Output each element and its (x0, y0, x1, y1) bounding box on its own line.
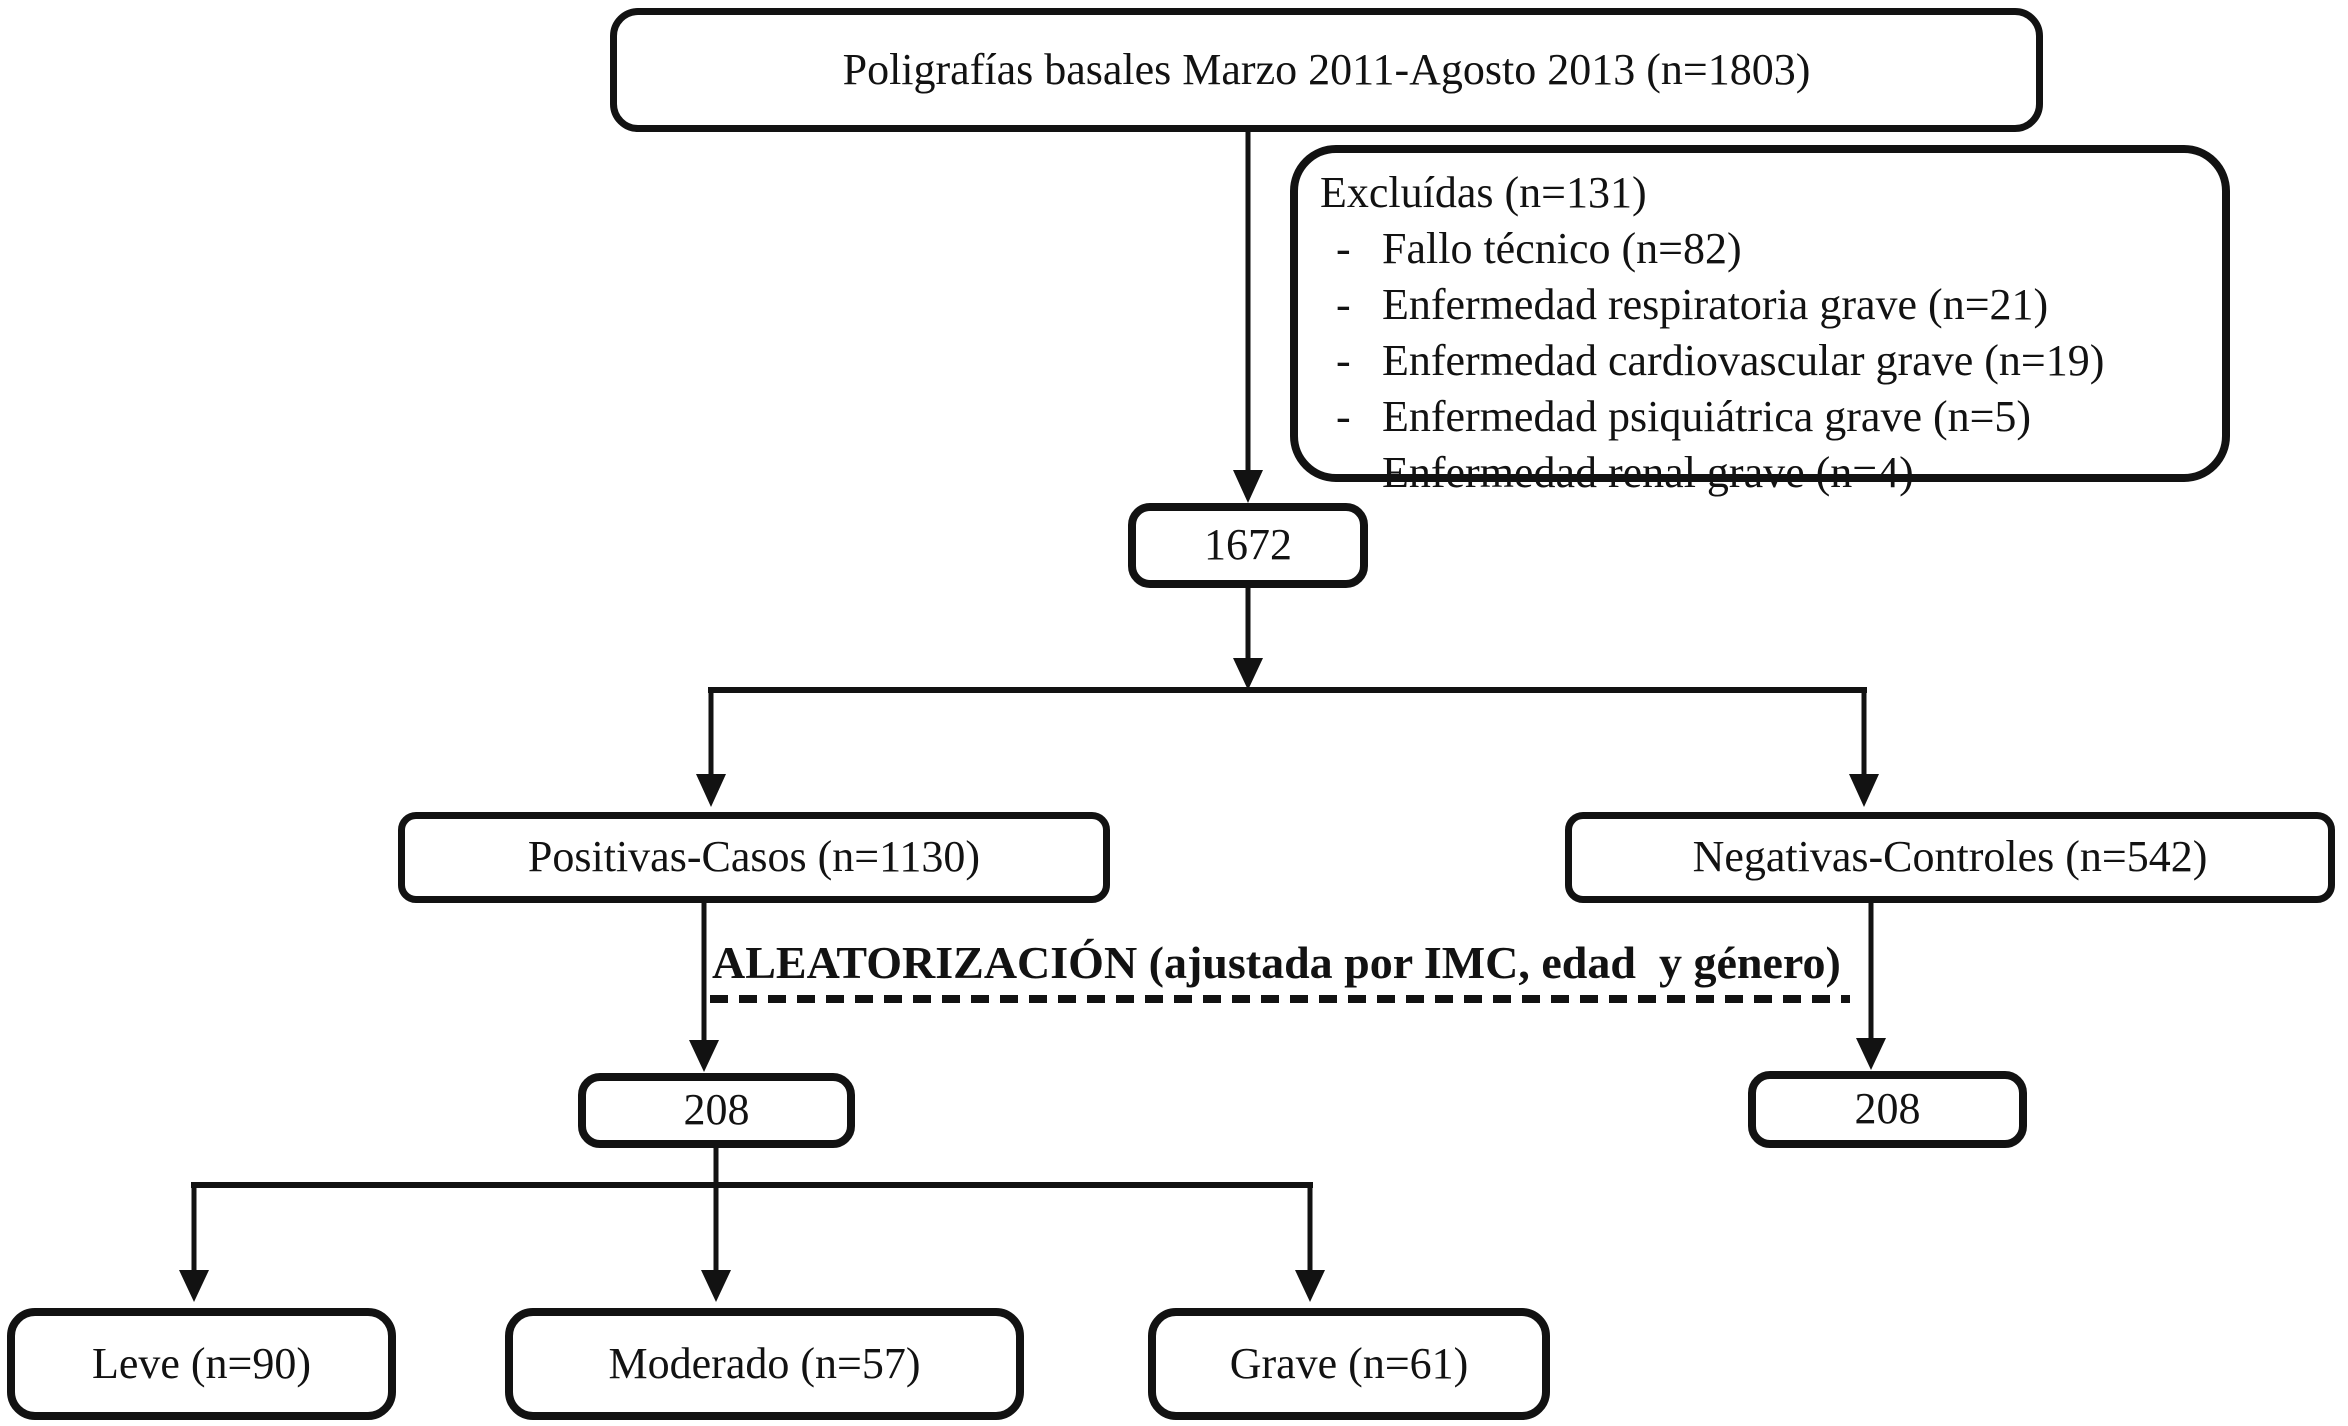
arrowhead-to-leve (179, 1270, 209, 1302)
excluded-item-bullet: - (1336, 280, 1351, 329)
severity-moderado-label: Moderado (n=57) (608, 1338, 921, 1388)
excluded-item-bullet: - (1336, 448, 1351, 497)
excluded-box: Excluídas (n=131) - Fallo técnico (n=82)… (1290, 145, 2230, 497)
baseline-box-label: Poligrafías basales Marzo 2011-Agosto 20… (842, 44, 1811, 94)
positives-cases-label: Positivas-Casos (n=1130) (527, 832, 981, 882)
excluded-item-label: Enfermedad renal grave (n=4) (1382, 448, 1914, 497)
eligible-box-label: 1672 (1204, 520, 1292, 570)
excluded-item: - Fallo técnico (n=82) (1320, 221, 2204, 277)
severity-box-leve: Leve (n=90) (7, 1308, 396, 1420)
excluded-title: Excluídas (n=131) (1320, 168, 1647, 217)
excluded-item-label: Enfermedad respiratoria grave (n=21) (1382, 280, 2049, 329)
excluded-item: - Enfermedad renal grave (n=4) (1320, 445, 2204, 501)
excluded-item: - Enfermedad respiratoria grave (n=21) (1320, 277, 2204, 333)
baseline-box: Poligrafías basales Marzo 2011-Agosto 20… (610, 8, 2043, 132)
cases-randomized-label: 208 (683, 1085, 750, 1135)
severity-grave-label: Grave (n=61) (1229, 1338, 1469, 1388)
cases-randomized-box: 208 (578, 1073, 855, 1148)
randomization-label: ALEATORIZACIÓN (ajustada por IMC, edad y… (712, 937, 1841, 988)
controls-randomized-label: 208 (1854, 1084, 1921, 1134)
arrowhead-to-1672 (1233, 470, 1263, 503)
eligible-box: 1672 (1128, 503, 1368, 588)
arrowhead-to-grave (1295, 1270, 1325, 1302)
excluded-item-label: Enfermedad cardiovascular grave (n=19) (1382, 336, 2105, 385)
severity-leve-label: Leve (n=90) (91, 1338, 312, 1388)
arrowhead-to-controls-208 (1856, 1038, 1886, 1070)
negatives-controls-label: Negativas-Controles (n=542) (1692, 832, 2208, 882)
excluded-item-label: Enfermedad psiquiátrica grave (n=5) (1382, 392, 2032, 441)
excluded-item: - Enfermedad psiquiátrica grave (n=5) (1320, 389, 2204, 445)
excluded-item-bullet: - (1336, 336, 1351, 385)
arrowhead-to-positives (696, 774, 726, 807)
excluded-item: - Enfermedad cardiovascular grave (n=19) (1320, 333, 2204, 389)
arrowhead-to-moderado (701, 1270, 731, 1302)
excluded-item-label: Fallo técnico (n=82) (1382, 224, 1742, 273)
controls-randomized-box: 208 (1748, 1071, 2027, 1148)
arrowhead-to-cases-208 (689, 1040, 719, 1072)
severity-box-moderado: Moderado (n=57) (505, 1308, 1024, 1420)
positives-cases-box: Positivas-Casos (n=1130) (398, 812, 1110, 903)
severity-box-grave: Grave (n=61) (1148, 1308, 1550, 1420)
excluded-item-bullet: - (1336, 392, 1351, 441)
excluded-item-bullet: - (1336, 224, 1351, 273)
arrowhead-to-negatives (1849, 774, 1879, 807)
negatives-controls-box: Negativas-Controles (n=542) (1565, 812, 2335, 903)
arrowhead-to-split (1233, 658, 1263, 690)
